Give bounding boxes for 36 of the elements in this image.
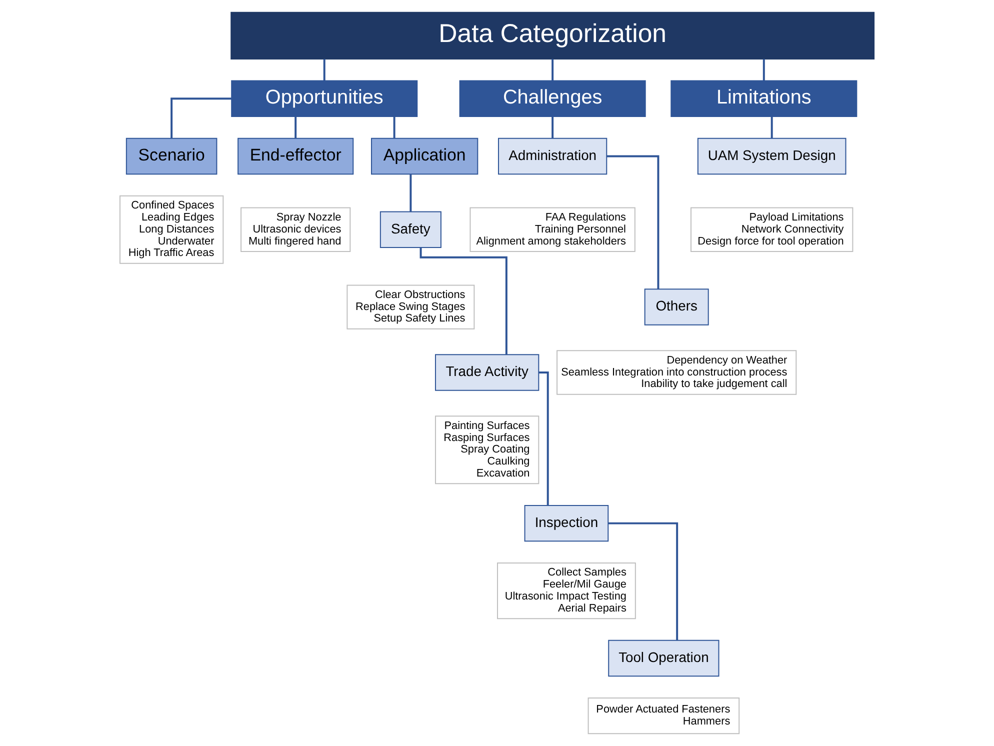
node-box: FAA Regulations Training Personnel Alignment among stakeholders [470,207,636,252]
connector [170,98,232,138]
node-box: Payload Limitations Network Connectivity Design force for tool operation [690,207,854,252]
node-box: Collect Samples Feeler/Mil Gauge Ultrasonic Impact Testing Aerial Repairs [497,562,636,620]
connector [552,59,554,81]
connector [410,174,412,212]
node-box: Scenario [126,138,218,175]
connector [608,522,678,640]
node-box: Painting Surfaces Rasping Surfaces Spray Coating Caulking Excavation [435,416,540,484]
node-box: Data Categorization [230,12,875,60]
node-box: Opportunities [231,80,418,118]
node-box: Inspection [524,504,609,542]
node-box: Powder Actuated Fasteners Hammers [588,697,740,734]
node-box: End-effector [238,138,354,175]
node-box: Challenges [459,80,646,118]
node-box: Clear Obstructions Replace Swing Stages Setup Safety Lines [346,284,475,330]
connector [538,372,549,506]
node-box: Tool Operation [608,640,720,677]
node-box: Trade Activity [435,354,540,391]
node-box: Administration [498,138,608,175]
node-box: Safety [380,211,442,248]
connector [770,116,773,138]
connector [294,116,297,138]
node-box: Spray Nozzle Ultrasonic devices Multi fingered hand [240,207,351,252]
node-box: Confined Spaces Leading Edges Long Distances Underwater High Traffic Areas [119,195,224,264]
connector [393,116,396,138]
node-box: Application [371,138,478,175]
connector [420,248,508,355]
node-box: Dependency on Weather Seamless Integration into construction process Inability to take judgement call [556,350,797,395]
connector [552,116,554,138]
node-box: Limitations [670,80,858,118]
node-box: UAM System Design [697,138,846,175]
connector [606,155,660,290]
node-box: Others [644,288,709,326]
connector [323,59,326,81]
connector [762,59,765,81]
